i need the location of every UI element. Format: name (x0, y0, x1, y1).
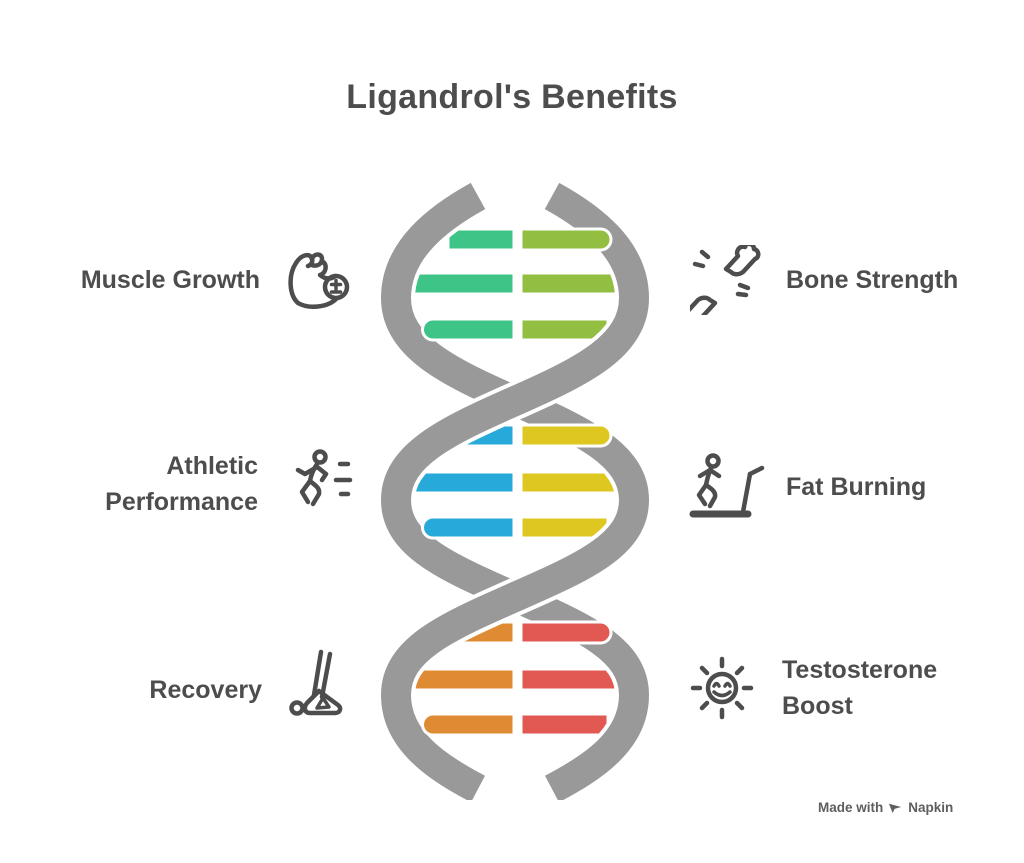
benefit-recovery: Recovery (30, 646, 352, 734)
napkin-brand-text: Napkin (908, 800, 954, 815)
benefit-muscle-growth: Muscle Growth (30, 244, 352, 316)
runner-icon (295, 449, 353, 507)
benefit-label-recovery: Recovery (149, 675, 262, 704)
benefit-label-fat-burning: Fat Burning (786, 472, 927, 501)
napkin-attribution[interactable]: Made with Napkin (818, 800, 953, 815)
benefit-athletic-performance: Athletic Performance (30, 438, 356, 530)
stretching-person-icon (289, 649, 343, 716)
helix-strand-b (376, 179, 654, 800)
benefit-label-athletic-performance: Athletic Performance (105, 451, 258, 516)
benefit-label-bone-strength: Bone Strength (786, 265, 959, 294)
helix-strand-a-over (430, 552, 600, 644)
bicep-icon (288, 252, 350, 309)
dna-helix-illustration (376, 179, 654, 800)
treadmill-icon (689, 453, 765, 518)
benefit-bone-strength: Bone Strength (690, 242, 1020, 318)
benefit-testosterone-boost: Testosterone Boost (688, 648, 1020, 728)
napkin-logo-icon (889, 803, 902, 814)
helix-rungs-over (421, 227, 613, 737)
page-title: Ligandrol's Benefits (346, 78, 678, 116)
made-with-text: Made with (818, 800, 884, 815)
smiling-sun-icon (690, 656, 754, 720)
benefit-label-muscle-growth: Muscle Growth (80, 265, 260, 294)
benefit-fat-burning: Fat Burning (686, 440, 1020, 534)
bone-icon (690, 245, 761, 315)
helix-strand-a (376, 179, 654, 800)
benefit-label-testosterone-boost: Testosterone Boost (782, 655, 938, 720)
